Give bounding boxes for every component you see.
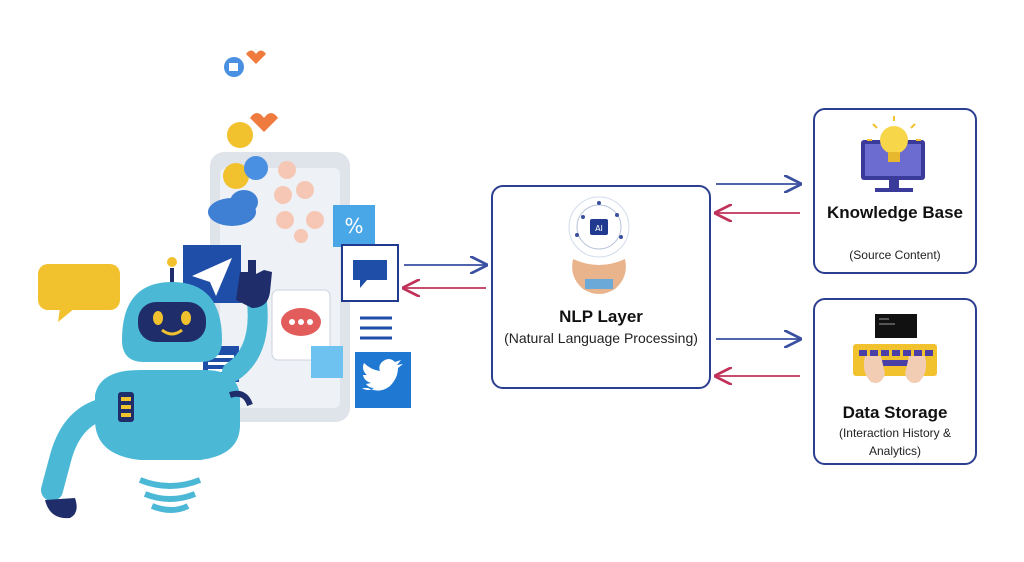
smile-reaction-icon (223, 122, 268, 189)
menu-lines-icon (360, 316, 392, 340)
svg-text:%: % (344, 214, 363, 238)
data-storage-subtitle: (Interaction History & Analytics) (838, 426, 952, 458)
yellow-chat-bubble-icon (38, 264, 120, 322)
nlp-layer-subtitle: (Natural Language Processing) (504, 330, 698, 346)
knowledge-base-title: Knowledge Base (826, 203, 964, 222)
lightbulb-monitor-icon (861, 116, 925, 192)
nlp-layer-box: AI NLP Layer (Natural Language Processin… (491, 185, 711, 389)
like-reaction-icon (224, 57, 244, 77)
ai-brain-hand-icon: AI (568, 196, 630, 294)
cloud-icon (208, 190, 258, 226)
heart-bubbles-icon (274, 161, 324, 243)
robot-icon (41, 257, 272, 519)
knowledge-base-box: Knowledge Base (Source Content) (813, 108, 977, 274)
speech-bubble-icon (271, 289, 331, 361)
twitter-icon (355, 352, 411, 408)
nlp-layer-title: NLP Layer (559, 307, 643, 326)
svg-text:AI: AI (595, 224, 603, 233)
data-storage-title: Data Storage (842, 403, 948, 422)
knowledge-base-subtitle: (Source Content) (849, 248, 941, 262)
chat-card-icon (341, 244, 399, 302)
heart-reaction-icon (246, 50, 278, 132)
data-storage-box: Data Storage (Interaction History & Anal… (813, 298, 977, 465)
percent-card-icon: % (333, 205, 375, 247)
keyboard-typing-icon (853, 314, 937, 383)
